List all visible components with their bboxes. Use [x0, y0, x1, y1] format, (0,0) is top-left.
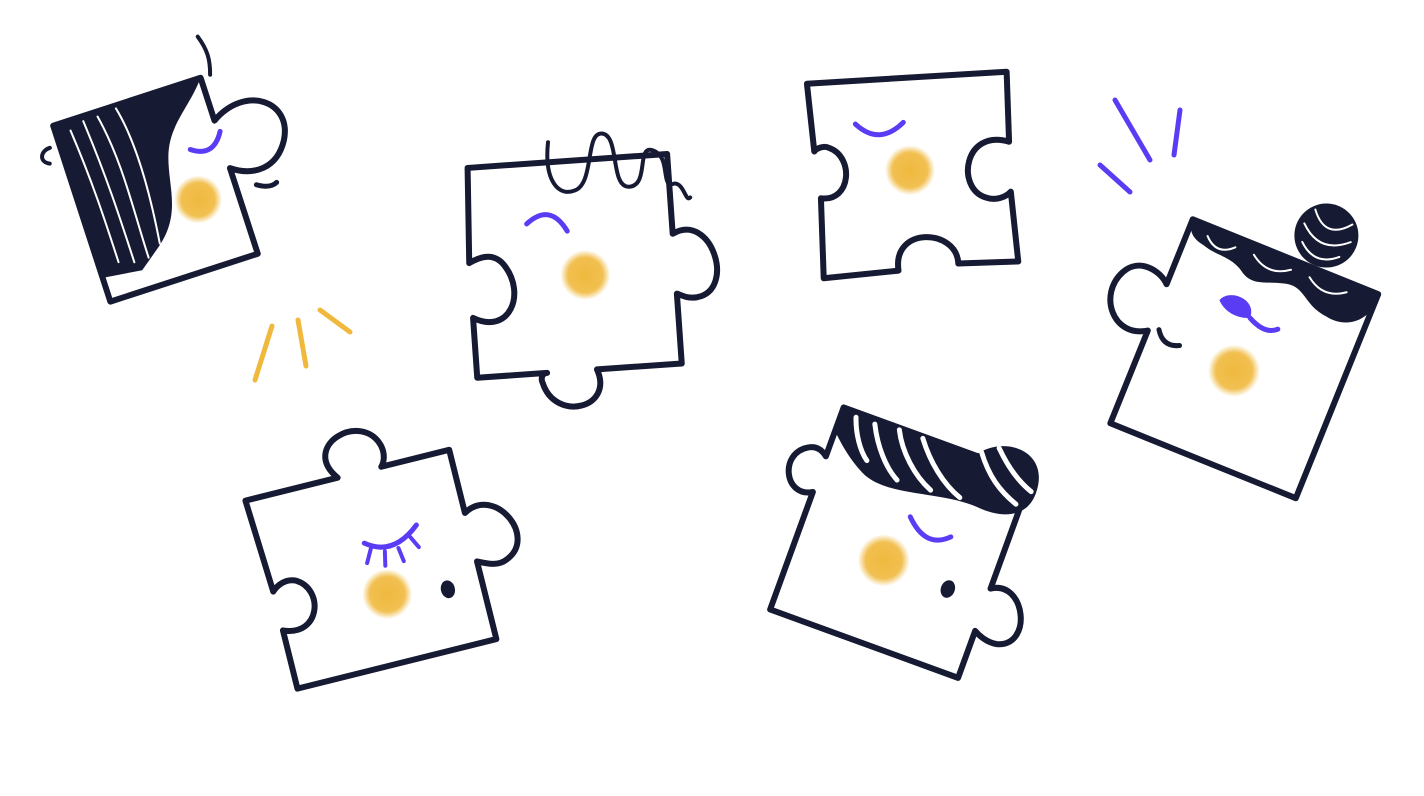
- curly-hair-icon: [545, 131, 693, 201]
- closed-eye-icon: [524, 212, 570, 234]
- puzzle-piece-icon: [242, 427, 521, 692]
- closed-eye-icon: [852, 119, 906, 138]
- puzzle-piece-icon: [464, 131, 720, 410]
- nose-dot-icon: [440, 580, 456, 599]
- cheek-blush-icon: [174, 175, 223, 224]
- nose-dot-icon: [940, 580, 956, 598]
- closed-eye-icon: [907, 514, 954, 543]
- striped-hat-icon: [835, 407, 1039, 515]
- cheek-blush-icon: [1208, 344, 1261, 397]
- eyelashes-icon: [361, 522, 421, 568]
- sparkle-burst-icon: [1097, 97, 1183, 195]
- bun-hair-icon: [1191, 203, 1379, 323]
- cheek-blush-icon: [560, 249, 611, 300]
- cheek-blush-icon: [885, 145, 936, 196]
- winking-eye-icon: [1219, 295, 1252, 318]
- puzzle-piece-icon: [40, 34, 288, 305]
- cheek-blush-icon: [362, 569, 413, 620]
- mouth-icon: [253, 179, 280, 189]
- side-swept-hair-icon: [40, 34, 213, 278]
- closed-eye-icon: [187, 128, 223, 154]
- smile-icon: [1156, 327, 1183, 349]
- cheek-blush-icon: [857, 534, 910, 587]
- puzzle-piece-icon: [1107, 203, 1382, 502]
- sparkle-burst-icon: [252, 307, 353, 383]
- puzzle-piece-icon: [803, 68, 1022, 282]
- puzzle-piece-icon: [767, 404, 1039, 681]
